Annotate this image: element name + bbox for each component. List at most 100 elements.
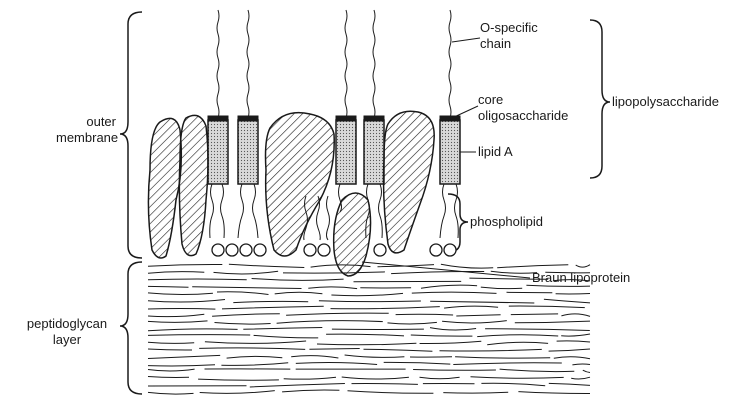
peptidoglycan-strand <box>491 271 537 273</box>
peptidoglycan-strand <box>571 377 590 379</box>
peptidoglycan-strand <box>442 321 507 323</box>
peptidoglycan-strand <box>296 362 377 364</box>
peptidoglycan-strand <box>148 279 247 280</box>
core-label-line-1: core <box>478 92 568 108</box>
outer-membrane-brace <box>120 12 142 258</box>
peptidoglycan-strand <box>148 321 208 322</box>
peptidoglycan-strand <box>441 264 493 268</box>
peptidoglycan-strand <box>282 390 339 392</box>
peptidoglycan-strand <box>148 286 189 287</box>
peptidoglycan-strand <box>148 329 238 331</box>
peptidoglycan-strand <box>511 314 558 315</box>
peptidoglycan-strands <box>148 264 590 394</box>
peptidoglycan-strand <box>453 363 562 365</box>
peptidoglycan-strand <box>148 377 189 378</box>
lipid-a-1 <box>208 120 228 184</box>
protein-4 <box>384 111 435 253</box>
peptidoglycan-strand <box>331 293 403 295</box>
lipopolysaccharide-label: lipopolysaccharide <box>612 94 719 110</box>
peptidoglycan-strand <box>500 369 575 371</box>
phospholipid-label: phospholipid <box>470 214 543 230</box>
lipid-a-4 <box>364 120 384 184</box>
peptidoglycan-strand <box>148 392 194 394</box>
peptidoglycan-strand <box>198 379 279 380</box>
peptidoglycan-strand <box>544 299 590 303</box>
peptidoglycan-strand <box>471 377 564 378</box>
o-chain-3 <box>345 10 347 118</box>
peptidoglycan-strand <box>215 323 271 325</box>
membrane-proteins <box>148 111 434 276</box>
peptidoglycan-strand <box>205 341 306 343</box>
peptidoglycan-strand <box>396 314 454 315</box>
peptidoglycan-strand <box>413 370 496 371</box>
peptidoglycan-strand <box>583 370 590 372</box>
peptidoglycan-strand <box>421 285 477 288</box>
o-chain-5 <box>449 10 451 118</box>
peptidoglycan-strand <box>444 306 498 308</box>
peptidoglycan-strand <box>233 301 308 302</box>
peptidoglycan-strand <box>192 287 301 289</box>
o-specific-label-line-2: chain <box>480 36 538 52</box>
peptidoglycan-strand <box>317 343 416 345</box>
core-cap-3 <box>336 116 356 121</box>
peptidoglycan-strand <box>254 335 319 338</box>
peptidoglycan-strand <box>148 293 213 295</box>
peptidoglycan-strand <box>326 334 404 336</box>
peptidoglycan-strand <box>229 264 304 267</box>
peptidoglycan-strand <box>485 329 590 331</box>
peptidoglycan-strand <box>227 356 283 358</box>
peptidoglycan-strand <box>217 292 269 295</box>
protein-2 <box>179 115 208 255</box>
outer-membrane-label-line-1: outer <box>56 114 116 130</box>
peptidoglycan-strand <box>515 321 590 323</box>
peptidoglycan-strand <box>200 391 275 394</box>
core-cap-2 <box>238 116 258 121</box>
peptidoglycan-strand <box>509 306 585 308</box>
core-label-line-2: oligosaccharide <box>478 108 568 124</box>
peptidoglycan-strand <box>561 334 590 336</box>
peptidoglycan-strand <box>345 355 405 357</box>
peptidoglycan-strand <box>481 287 522 289</box>
outer-membrane-label-line-2: membrane <box>56 130 116 146</box>
peptidoglycan-strand <box>275 292 323 294</box>
braun-lipoprotein-body <box>334 193 371 276</box>
peptidoglycan-strand <box>348 391 434 393</box>
peptidoglycan-strand <box>148 300 225 302</box>
peptidoglycan-strand <box>487 342 548 345</box>
o-specific-chain-label: O-specific chain <box>480 20 538 52</box>
peptidoglycan-strand <box>518 392 590 394</box>
peptidoglycan-strand <box>440 349 542 351</box>
peptidoglycan-strand <box>148 365 215 366</box>
peptidoglycan-strand <box>384 362 451 364</box>
peptidoglycan-strand <box>576 265 590 267</box>
outer-membrane-label: outer membrane <box>56 114 116 146</box>
peptidoglycan-strand <box>430 328 476 330</box>
peptidoglycan-strand <box>148 264 222 266</box>
peptidoglycan-strand <box>252 279 344 281</box>
peptidoglycan-strand <box>420 377 460 379</box>
lipid-a-2 <box>238 120 258 184</box>
peptidoglycan-strand <box>481 383 545 385</box>
peptidoglycan-strand <box>456 315 500 316</box>
peptidoglycan-strand <box>148 335 250 336</box>
peptidoglycan-strand <box>420 341 482 343</box>
protein-1 <box>148 118 181 258</box>
protein-3 <box>266 113 335 256</box>
o-chain-4 <box>373 10 375 118</box>
peptidoglycan-strand <box>331 307 440 309</box>
peptidoglycan-strand <box>148 355 220 358</box>
peptidoglycan-strand <box>412 292 497 293</box>
peptidoglycan-strand <box>497 265 568 268</box>
peptidoglycan-strand <box>291 356 338 358</box>
o-chain-1 <box>217 10 219 118</box>
peptidoglycan-strand <box>557 341 590 342</box>
peptidoglycan-strand <box>308 287 357 289</box>
peptidoglycan-strand <box>455 357 550 358</box>
peptidoglycan-strand <box>430 301 534 303</box>
peptidoglycan-strand <box>243 328 322 330</box>
peptidoglycan-strand <box>212 314 280 317</box>
peptidoglycan-strand <box>250 384 345 388</box>
peptidoglycan-strand <box>222 306 324 309</box>
peptidoglycan-strand <box>477 335 558 337</box>
peptidoglycan-label-line-2: layer <box>14 332 120 348</box>
